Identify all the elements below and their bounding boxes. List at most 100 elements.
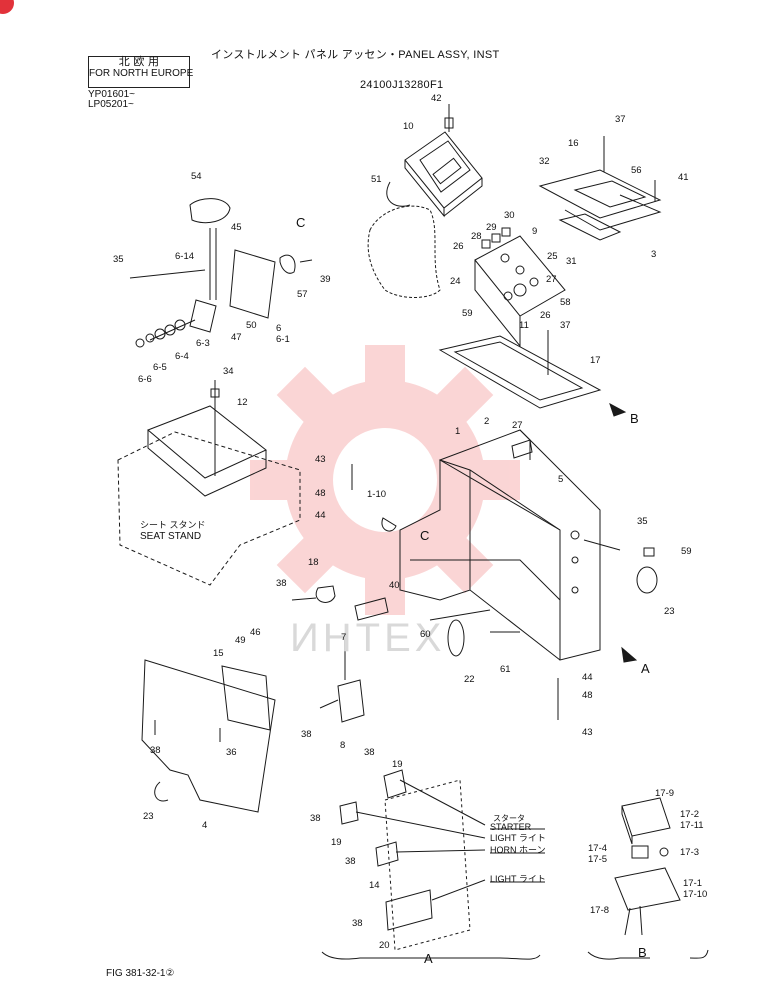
region-label-en: FOR NORTH EUROPE xyxy=(89,68,194,79)
part-callout: 38 xyxy=(364,747,375,758)
part-callout: 17-8 xyxy=(590,905,610,916)
part-callout: 20 xyxy=(379,940,390,951)
part-callout: 38 xyxy=(150,745,161,756)
part-callout: 41 xyxy=(678,172,689,183)
part-callout: 58 xyxy=(560,297,571,308)
light-label-2: LIGHT ライト xyxy=(490,874,546,885)
part-callout: 14 xyxy=(369,880,380,891)
part-callout: 17-2 xyxy=(680,809,700,820)
light-label-en: LIGHT xyxy=(490,874,517,884)
view-b-label: B xyxy=(630,411,639,426)
part-callout: 46 xyxy=(250,627,261,638)
part-callout: 6-4 xyxy=(175,351,189,362)
part-callout: 47 xyxy=(231,332,242,343)
part-callout: 19 xyxy=(331,837,342,848)
part-callout: 28 xyxy=(471,231,482,242)
part-callout: 38 xyxy=(345,856,356,867)
part-callout: 17-5 xyxy=(588,854,608,865)
cover-plates xyxy=(538,136,662,241)
serial-range-2: LP05201~ xyxy=(88,99,134,110)
part-callout: 6-6 xyxy=(138,374,152,385)
region-label-jp: 北 欧 用 xyxy=(118,56,160,68)
light-label-jp: ライト xyxy=(518,833,546,843)
part-callout: 3 xyxy=(651,249,657,260)
part-callout: 23 xyxy=(143,811,154,822)
part-callout: 43 xyxy=(582,727,593,738)
view-a-label: A xyxy=(641,661,650,676)
watermark-text: ИНТЕХ xyxy=(290,616,446,660)
part-callout: 40 xyxy=(389,580,400,591)
part-callout: 17-4 xyxy=(588,843,608,854)
part-callout: 29 xyxy=(486,222,497,233)
part-callout: 26 xyxy=(453,241,464,252)
top-cover-gasket xyxy=(438,330,602,409)
watermark-gear-icon xyxy=(250,345,520,615)
floor-plate xyxy=(141,659,276,813)
seat-stand xyxy=(117,380,301,586)
part-callout: 6-14 xyxy=(175,251,195,262)
part-callout: 31 xyxy=(566,256,577,267)
part-callout: 60 xyxy=(420,629,431,640)
part-callout: 38 xyxy=(310,813,321,824)
part-callout: 35 xyxy=(637,516,648,527)
part-callout: 26 xyxy=(540,310,551,321)
switch-panel xyxy=(474,227,566,348)
part-callout: 27 xyxy=(546,274,557,285)
part-callout: 32 xyxy=(539,156,550,167)
part-callout: 42 xyxy=(431,93,442,104)
part-callout: 59 xyxy=(681,546,692,557)
part-callout: 27 xyxy=(512,420,523,431)
part-callout: 34 xyxy=(223,366,234,377)
part-callout: 2 xyxy=(484,416,490,427)
figure-number: FIG 381-32-1② xyxy=(106,968,175,979)
horn-label-en: HORN xyxy=(490,845,517,855)
part-callout: 37 xyxy=(560,320,571,331)
part-callout: 57 xyxy=(297,289,308,300)
part-number: 24100J13280F1 xyxy=(360,79,444,91)
part-callout: 24 xyxy=(450,276,461,287)
part-callout: 17-1 xyxy=(683,878,703,889)
part-callout: 36 xyxy=(226,747,237,758)
starter-label-en: STARTER xyxy=(490,822,532,832)
section-a-label: A xyxy=(424,951,433,966)
part-callout: 9 xyxy=(532,226,538,237)
part-callout: 6-1 xyxy=(276,334,290,345)
part-callout: 48 xyxy=(315,488,326,499)
lever-assembly xyxy=(129,198,313,348)
region-box: 北 欧 用 FOR NORTH EUROPE xyxy=(88,56,194,88)
light-label-jp: ライト xyxy=(518,874,546,884)
part-callout: 17-9 xyxy=(655,788,675,799)
part-callout: 61 xyxy=(500,664,511,675)
fuse-box-view-b xyxy=(587,797,709,960)
part-callout: 44 xyxy=(315,510,326,521)
starter-label-jp: スタータ xyxy=(493,814,525,823)
part-callout: 16 xyxy=(568,138,579,149)
part-callout: 7 xyxy=(341,632,347,643)
part-callout: 44 xyxy=(582,672,593,683)
part-callout: 22 xyxy=(464,674,475,685)
part-callout: 30 xyxy=(504,210,515,221)
part-callout: 15 xyxy=(213,648,224,659)
part-callout: 6 xyxy=(276,323,282,334)
part-callout: 11 xyxy=(519,320,529,331)
part-callout: 50 xyxy=(246,320,257,331)
part-callout: 12 xyxy=(237,397,248,408)
view-b-arrow-icon xyxy=(609,402,627,417)
horn-label: HORN ホーン xyxy=(490,845,546,856)
light-label-1: LIGHT ライト xyxy=(490,833,546,844)
view-c-label-top: C xyxy=(296,215,306,230)
part-callout: 54 xyxy=(191,171,202,182)
part-callout: 35 xyxy=(113,254,124,265)
monitor-assembly xyxy=(386,104,483,218)
relay-block xyxy=(319,679,365,723)
part-callout: 39 xyxy=(320,274,331,285)
part-callout: 17 xyxy=(590,355,601,366)
page-title: インストルメント パネル アッセン・PANEL ASSY, INST xyxy=(211,49,500,61)
part-callout: 38 xyxy=(352,918,363,929)
part-callout: 48 xyxy=(582,690,593,701)
corner-badge xyxy=(0,0,14,14)
part-callout: 1 xyxy=(455,426,461,437)
part-callout: 23 xyxy=(664,606,675,617)
part-callout: 17-3 xyxy=(680,847,700,858)
light-label-en: LIGHT xyxy=(490,833,517,843)
